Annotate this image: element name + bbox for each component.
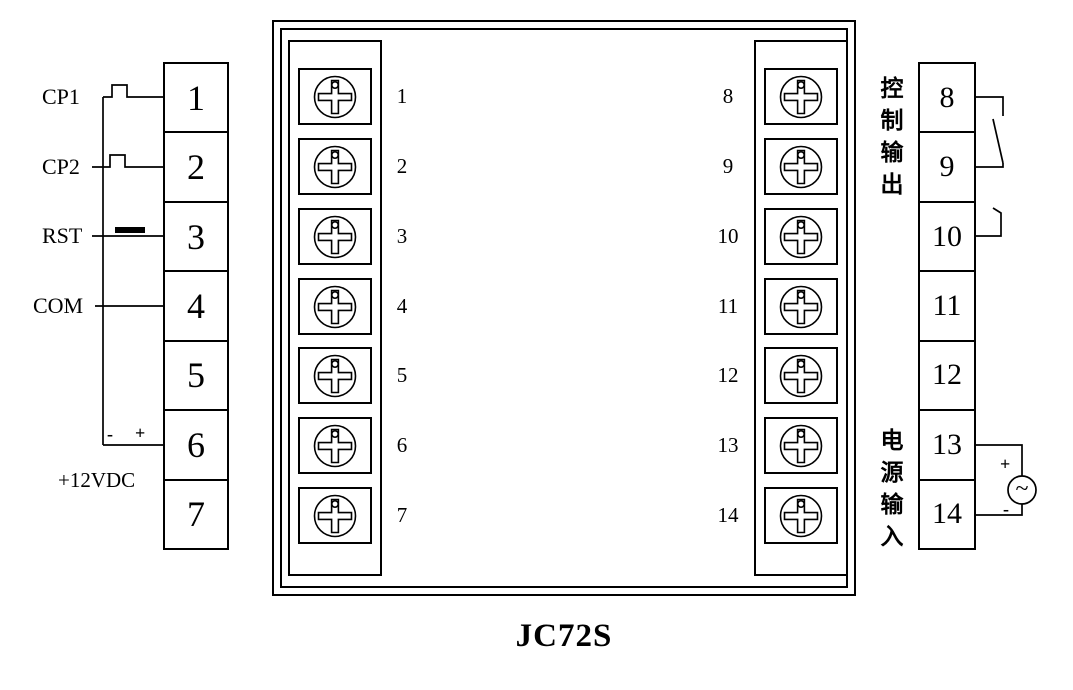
terminal-8: 8 [920, 64, 974, 131]
module-right-pin-numbers: 8 9 10 11 12 13 14 [706, 62, 750, 550]
power-input-label: 电源输入 [877, 428, 902, 556]
power-plus-sign: + [1000, 454, 1011, 474]
right-terminal-block: 8 9 10 11 12 13 14 [918, 62, 976, 550]
terminal-number: 13 [932, 427, 962, 461]
relay-wire-9 [976, 163, 1004, 168]
terminal-1: 1 [165, 64, 227, 131]
relay-wire-8 [976, 96, 1004, 116]
diagram-title: JC72S [515, 618, 613, 654]
terminal-4: 4 [165, 270, 227, 339]
terminal-number: 8 [939, 80, 955, 114]
terminal-12: 12 [920, 339, 974, 409]
input-label-com: COM [33, 293, 84, 318]
screw-terminal-icon [298, 347, 372, 404]
supply-voltage-label: +12VDC [58, 468, 136, 492]
terminal-number: 3 [187, 216, 205, 257]
pin-number: 5 [396, 363, 408, 388]
terminal-number: 12 [932, 358, 962, 392]
pin-number: 13 [717, 432, 739, 457]
pin-number: 6 [396, 432, 408, 457]
pin-number: 12 [717, 363, 739, 388]
screw-terminal-icon [298, 487, 372, 544]
pin-number: 7 [396, 502, 408, 527]
terminal-number: 14 [932, 497, 962, 531]
pin-number: 3 [396, 223, 408, 248]
screw-terminal-icon [298, 138, 372, 195]
contact-wire-10-icon [976, 207, 1002, 237]
terminal-10: 10 [920, 200, 974, 270]
power-minus-sign: - [1003, 499, 1009, 519]
terminal-number: 10 [932, 219, 962, 253]
terminal-2: 2 [165, 131, 227, 200]
screw-terminal-icon [298, 208, 372, 265]
screw-terminal-icon [764, 68, 838, 125]
right-screw-strip [754, 40, 848, 576]
pin-number: 1 [396, 84, 408, 109]
screw-terminal-icon [298, 417, 372, 474]
terminal-9: 9 [920, 131, 974, 200]
terminal-3: 3 [165, 200, 227, 270]
pin-number: 2 [396, 154, 408, 179]
power-wire-13 [976, 444, 1023, 476]
cp1-pulse-icon [103, 84, 163, 98]
ac-source-icon [1007, 475, 1037, 505]
terminal-number: 6 [187, 424, 205, 465]
module-left-pin-numbers: 1 2 3 4 5 6 7 [388, 62, 416, 550]
terminal-11: 11 [920, 270, 974, 339]
relay-blade-icon [992, 118, 1004, 164]
terminal-number: 11 [932, 288, 962, 322]
terminal-6: 6 [165, 409, 227, 478]
pin-number: 14 [717, 502, 739, 527]
screw-terminal-icon [298, 68, 372, 125]
cp2-pulse-icon [92, 154, 163, 168]
screw-terminal-icon [764, 487, 838, 544]
supply-minus-sign: - [107, 424, 113, 444]
pin-number: 11 [717, 293, 739, 318]
pin-number: 9 [722, 154, 734, 179]
input-label-rst: RST [42, 223, 83, 248]
terminal-5: 5 [165, 339, 227, 409]
ac-wave-symbol: ~ [1015, 476, 1029, 502]
terminal-number: 9 [939, 150, 955, 184]
terminal-number: 5 [187, 355, 205, 396]
left-terminal-block: 1 2 3 4 5 6 7 [163, 62, 229, 550]
pin-number: 8 [722, 84, 734, 109]
terminal-7: 7 [165, 478, 227, 548]
input-label-cp2: CP2 [42, 154, 80, 179]
screw-terminal-icon [764, 138, 838, 195]
terminal-14: 14 [920, 478, 974, 548]
pin-number: 4 [396, 293, 408, 318]
screw-terminal-icon [764, 417, 838, 474]
terminal-number: 4 [187, 285, 205, 326]
screw-terminal-icon [764, 208, 838, 265]
rst-pushbutton-icon [115, 227, 145, 233]
screw-terminal-icon [764, 278, 838, 335]
pin-number: 10 [717, 223, 739, 248]
screw-terminal-icon [764, 347, 838, 404]
terminal-number: 1 [187, 77, 205, 118]
terminal-number: 7 [187, 494, 205, 535]
input-label-cp1: CP1 [42, 84, 80, 109]
power-wire-14 [976, 504, 1023, 516]
supply-plus-sign: + [135, 423, 146, 443]
control-output-label: 控制输出 [877, 76, 902, 204]
screw-terminal-icon [298, 278, 372, 335]
left-screw-strip [288, 40, 382, 576]
terminal-13: 13 [920, 409, 974, 478]
terminal-number: 2 [187, 147, 205, 188]
